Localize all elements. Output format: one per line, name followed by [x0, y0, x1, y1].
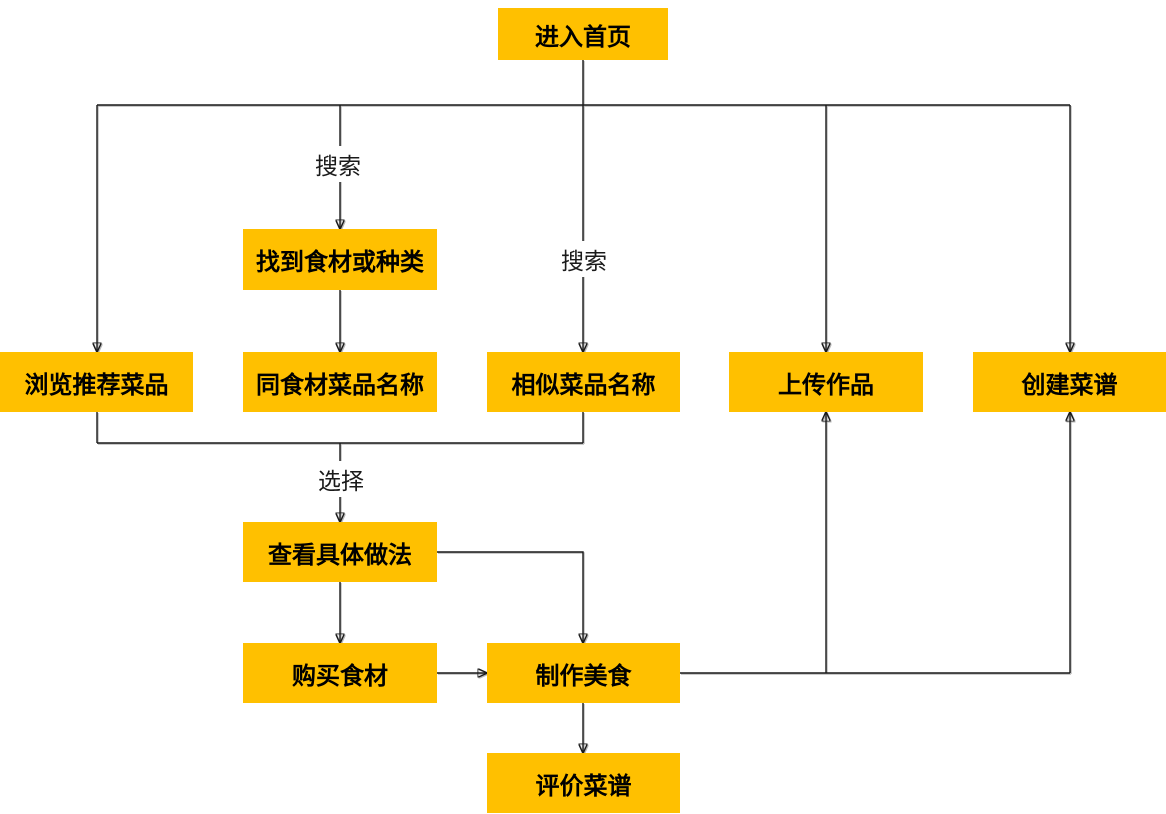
node-enter-home: 进入首页	[498, 8, 668, 60]
node-make-food: 制作美食	[487, 643, 680, 703]
node-buy-ingredients: 购买食材	[243, 643, 437, 703]
edge-label-search-left: 搜索	[310, 146, 366, 182]
node-upload-works: 上传作品	[729, 352, 923, 412]
node-found-ingredient: 找到食材或种类	[243, 229, 437, 290]
node-create-recipe: 创建菜谱	[973, 352, 1166, 412]
node-similar-dish-names: 相似菜品名称	[487, 352, 680, 412]
edge-view-to-make	[437, 551, 583, 643]
node-view-recipe-steps: 查看具体做法	[243, 522, 437, 582]
edge-label-select: 选择	[313, 461, 369, 497]
node-rate-recipe: 评价菜谱	[487, 753, 680, 813]
node-same-ingredient-names: 同食材菜品名称	[243, 352, 437, 412]
node-browse-recommended: 浏览推荐菜品	[0, 352, 193, 412]
edge-label-search-center: 搜索	[556, 241, 612, 277]
